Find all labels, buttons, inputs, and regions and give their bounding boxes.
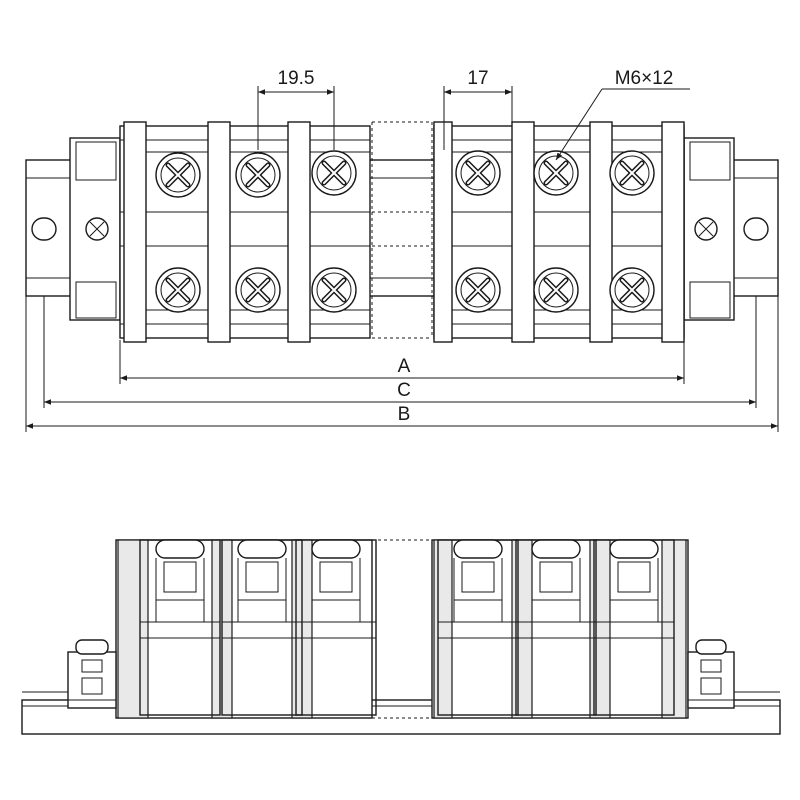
dimension-label-c: C [397, 380, 411, 401]
screw-icon [534, 268, 578, 312]
screw-icon [236, 153, 280, 197]
screw-callout: M6×12 [555, 68, 690, 161]
screw-icon [610, 268, 654, 312]
screw-icon [236, 268, 280, 312]
side-body-left [115, 539, 377, 719]
dimension-a: A [119, 340, 685, 384]
side-break-gap [372, 539, 432, 719]
rail-slot-right [743, 217, 769, 241]
side-end-clamp-right [687, 639, 735, 709]
screw-icon [156, 153, 200, 197]
screw-icon [610, 151, 654, 195]
dimension-label-b: B [398, 404, 411, 425]
pitch-dimension-left: 19.5 [257, 68, 335, 150]
side-view [21, 539, 781, 735]
screw-size-label: M6×12 [615, 68, 674, 89]
top-view: 19.5 17 M6×12 A C [25, 68, 779, 432]
screw-icon [534, 151, 578, 195]
dimension-c: C [43, 296, 757, 408]
dimension-label-a: A [398, 356, 411, 377]
break-gap [371, 121, 433, 339]
screw-icon [312, 268, 356, 312]
pitch-label-left: 19.5 [278, 68, 315, 89]
pitch-label-right: 17 [467, 68, 488, 89]
side-end-clamp-left [67, 639, 117, 709]
pitch-dimension-right: 17 [443, 68, 513, 150]
end-stopper-right [683, 137, 735, 321]
screw-icon [312, 151, 356, 195]
rail-slot-left [31, 217, 57, 241]
end-stopper-left [69, 137, 121, 321]
dimension-b: B [25, 160, 779, 432]
screw-icon [156, 268, 200, 312]
side-body-right [431, 539, 689, 719]
screw-icon [456, 268, 500, 312]
screw-icon [456, 151, 500, 195]
